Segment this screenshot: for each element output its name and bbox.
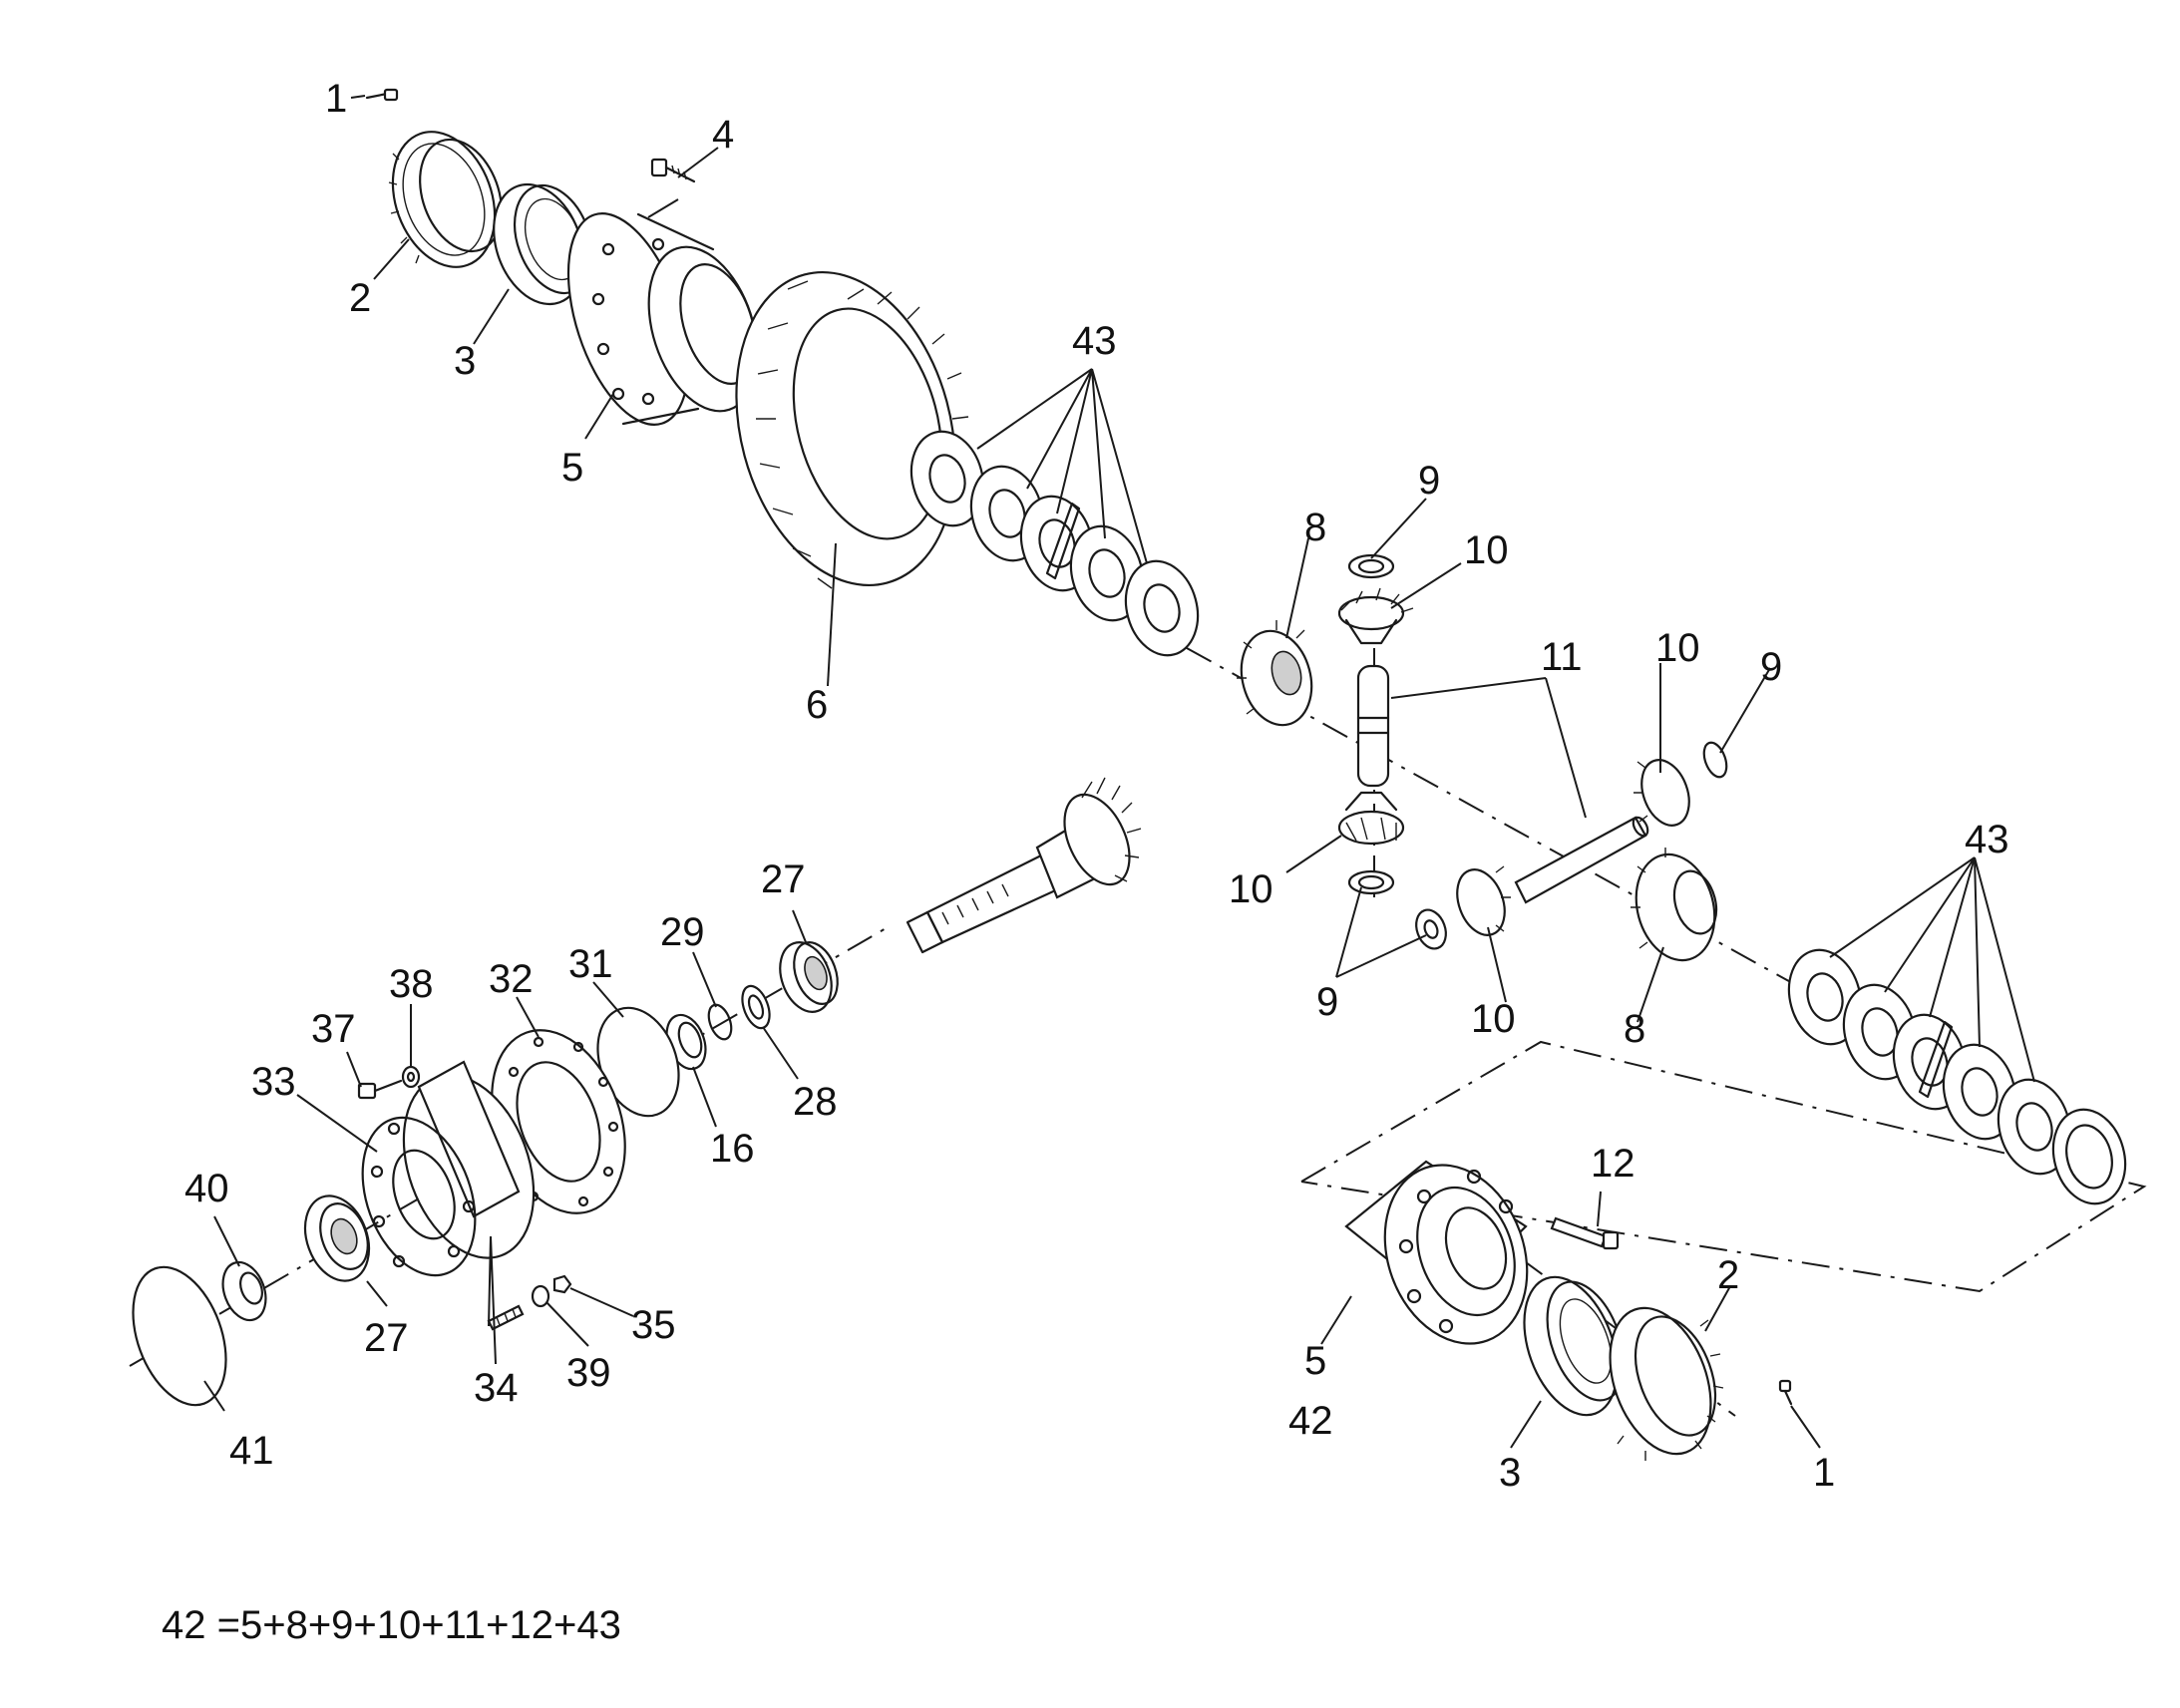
callout-31: 31 — [568, 942, 613, 986]
callout-38: 38 — [389, 962, 434, 1006]
differential-case-5-lower — [1344, 1160, 1529, 1345]
callout-9: 9 — [1418, 459, 1440, 503]
callout-11: 11 — [1541, 635, 1583, 679]
bearing-27-lower — [303, 1195, 371, 1282]
callout-43: 43 — [1965, 818, 2009, 861]
bolt-37-icon — [357, 1079, 403, 1100]
thrust-washer-9-lower — [1415, 908, 1447, 950]
leader-lines — [203, 95, 2035, 1449]
callout-1: 1 — [325, 77, 347, 121]
nut-40 — [221, 1260, 267, 1322]
callout-4: 4 — [712, 113, 734, 157]
assembly-footnote: 42 =5+8+9+10+11+12+43 — [162, 1603, 621, 1647]
callout-3: 3 — [1499, 1451, 1521, 1495]
spacer-28 — [741, 984, 771, 1030]
callout-9: 9 — [1760, 645, 1782, 689]
thrust-washer-9-right — [1702, 741, 1728, 779]
callout-39: 39 — [566, 1351, 611, 1395]
bolt-1-lower-icon — [1778, 1379, 1793, 1406]
callout-42: 42 — [1288, 1399, 1333, 1443]
callout-10: 10 — [1464, 528, 1509, 572]
differential-case-5 — [566, 212, 759, 426]
callout-37: 37 — [311, 1007, 356, 1051]
cross-shaft-11 — [1356, 664, 1649, 904]
callout-10: 10 — [1229, 867, 1273, 911]
callout-43: 43 — [1072, 319, 1117, 363]
callout-1: 1 — [1813, 1451, 1835, 1495]
bearing-27-upper — [779, 941, 839, 1013]
friction-discs-43-upper — [909, 430, 1200, 657]
pinion-gear-10-bottom — [1337, 791, 1405, 846]
bolt-12-icon — [1550, 1216, 1620, 1250]
callout-28: 28 — [793, 1080, 838, 1124]
callout-32: 32 — [489, 957, 534, 1001]
callout-12: 12 — [1591, 1142, 1635, 1186]
pinion-carrier-33 — [361, 1060, 536, 1277]
callout-10: 10 — [1471, 997, 1516, 1041]
friction-discs-43-lower — [1787, 948, 2127, 1205]
pinion-gear-10-right — [1634, 759, 1690, 827]
stud-34-icon — [487, 1304, 525, 1331]
callout-41: 41 — [229, 1429, 274, 1473]
callout-8: 8 — [1304, 506, 1326, 549]
callout-9: 9 — [1316, 980, 1338, 1024]
side-gear-8-upper — [1237, 620, 1313, 727]
nut-35-icon — [552, 1274, 572, 1294]
callout-27: 27 — [761, 857, 806, 901]
callout-16: 16 — [710, 1127, 755, 1171]
adjuster-ring-2 — [388, 131, 503, 268]
pinion-shaft — [906, 777, 1142, 954]
callout-2: 2 — [349, 276, 371, 320]
callout-40: 40 — [184, 1167, 229, 1210]
callout-33: 33 — [251, 1060, 296, 1104]
callout-6: 6 — [806, 683, 828, 727]
bolt-1-icon — [365, 88, 399, 102]
thrust-washer-9-top — [1347, 553, 1395, 579]
thrust-washer-9-bottom — [1347, 869, 1395, 895]
callout-29: 29 — [660, 910, 705, 954]
pinion-gear-10-lower — [1456, 865, 1511, 936]
callout-8: 8 — [1624, 1007, 1645, 1051]
callout-5: 5 — [1304, 1339, 1326, 1383]
ring-gear-6 — [735, 270, 969, 589]
bolt-4-icon — [650, 158, 696, 183]
cover-disc-41 — [132, 1265, 227, 1407]
callout-labels: 1 2 3 4 5 6 43 8 9 10 11 10 9 10 9 10 8 … — [184, 77, 2009, 1495]
pinion-gear-10-top — [1337, 587, 1414, 645]
callout-2: 2 — [1717, 1253, 1739, 1297]
callout-27: 27 — [364, 1316, 409, 1360]
adjuster-ring-2-lower — [1609, 1306, 1724, 1461]
washer-39-icon — [531, 1284, 550, 1308]
callout-5: 5 — [561, 446, 583, 490]
group-frame — [1300, 1040, 2147, 1293]
callout-35: 35 — [631, 1303, 676, 1347]
side-gear-8-lower — [1631, 848, 1718, 962]
axis-lines — [129, 208, 2125, 1417]
callout-10: 10 — [1655, 626, 1700, 670]
callout-3: 3 — [454, 339, 476, 383]
snap-ring-29 — [707, 1003, 733, 1041]
washer-38-icon — [401, 1065, 421, 1089]
callout-34: 34 — [474, 1366, 519, 1410]
